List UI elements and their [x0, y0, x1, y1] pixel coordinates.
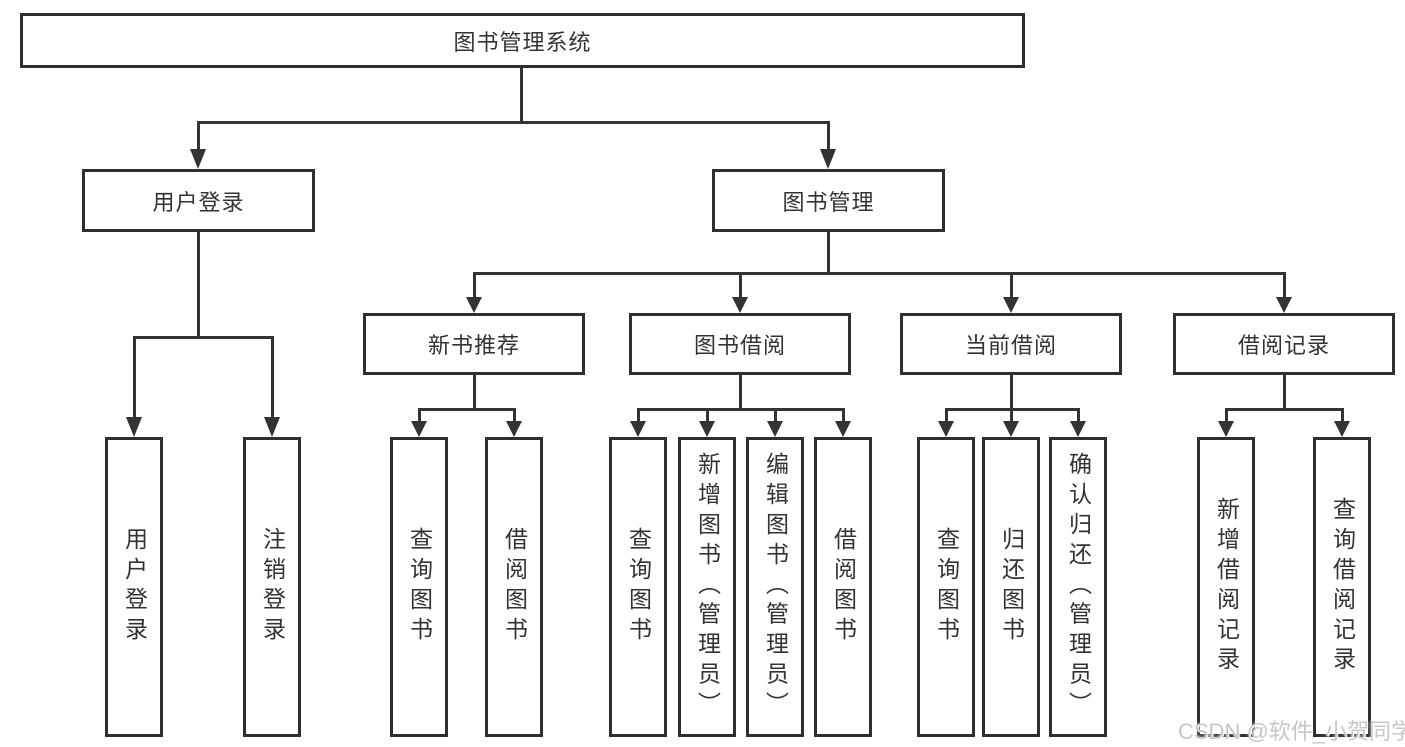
connector-line — [197, 121, 200, 151]
leaf-label: 归还图书 — [998, 527, 1025, 647]
node-label: 新书推荐 — [427, 333, 520, 358]
node-book-borrow: 图书借阅 — [629, 313, 851, 375]
leaf-confirm-return-admin: 确认归还（管理员） — [1049, 437, 1107, 737]
connector-line — [945, 408, 948, 422]
connector-line — [418, 408, 421, 422]
connector-line — [1225, 408, 1344, 411]
leaf-label: 查询图书 — [625, 527, 652, 647]
leaf-label: 查询借阅记录 — [1329, 497, 1356, 677]
node-label: 图书借阅 — [693, 333, 786, 358]
node-new-book-recommend: 新书推荐 — [363, 313, 585, 375]
connector-line — [842, 408, 845, 422]
connector-line — [637, 408, 845, 411]
connector-line — [827, 121, 830, 151]
connector-line — [473, 272, 476, 298]
leaf-borrow-book: 借阅图书 — [814, 437, 872, 737]
csdn-watermark: CSDN @软件_小贺同学 — [1178, 719, 1405, 744]
node-label: 借阅记录 — [1237, 333, 1330, 358]
arrow-down-icon — [820, 149, 836, 169]
leaf-add-book-admin: 新增图书（管理员） — [678, 437, 736, 737]
node-label: 图书管理 — [782, 189, 875, 215]
node-book-management: 图书管理 — [712, 169, 945, 232]
arrow-down-icon — [1334, 421, 1350, 437]
leaf-label: 查询图书 — [406, 527, 433, 647]
leaf-label: 新增图书（管理员） — [694, 452, 721, 722]
leaf-label: 借阅图书 — [830, 527, 857, 647]
leaf-label: 编辑图书（管理员） — [762, 452, 789, 722]
arrow-down-icon — [264, 417, 280, 437]
leaf-query-book: 查询图书 — [609, 437, 667, 737]
arrow-down-icon — [835, 421, 851, 437]
arrow-down-icon — [1276, 297, 1292, 313]
connector-line — [197, 121, 830, 124]
connector-line — [739, 272, 742, 298]
leaf-logout: 注销登录 — [243, 437, 301, 737]
arrow-down-icon — [938, 421, 954, 437]
leaf-label: 查询图书 — [933, 527, 960, 647]
connector-line — [513, 408, 516, 422]
arrow-down-icon — [1070, 421, 1086, 437]
leaf-query-book: 查询图书 — [390, 437, 448, 737]
connector-line — [133, 336, 136, 418]
connector-line — [706, 408, 709, 422]
connector-line — [739, 375, 742, 408]
connector-line — [827, 232, 830, 272]
arrow-down-icon — [466, 297, 482, 313]
arrow-down-icon — [1003, 421, 1019, 437]
leaf-add-borrow-record: 新增借阅记录 — [1197, 437, 1255, 737]
node-label: 用户登录 — [152, 189, 245, 215]
connector-line — [418, 408, 516, 411]
connector-line — [520, 68, 523, 121]
connector-line — [473, 272, 1286, 275]
node-user-login: 用户登录 — [82, 169, 315, 232]
leaf-return-book: 归还图书 — [982, 437, 1040, 737]
node-borrow-record: 借阅记录 — [1173, 313, 1395, 375]
leaf-query-book: 查询图书 — [917, 437, 975, 737]
arrow-down-icon — [1003, 297, 1019, 313]
arrow-down-icon — [190, 149, 206, 169]
connector-line — [774, 408, 777, 422]
leaf-borrow-book: 借阅图书 — [485, 437, 543, 737]
leaf-label: 借阅图书 — [501, 527, 528, 647]
connector-line — [197, 232, 200, 336]
connector-line — [1010, 408, 1013, 422]
node-current-borrow: 当前借阅 — [900, 313, 1122, 375]
connector-line — [1341, 408, 1344, 422]
leaf-label: 新增借阅记录 — [1213, 497, 1240, 677]
connector-line — [133, 336, 273, 339]
node-label: 当前借阅 — [964, 333, 1057, 358]
connector-line — [1010, 375, 1013, 408]
leaf-query-borrow-record: 查询借阅记录 — [1313, 437, 1371, 737]
connector-line — [1283, 375, 1286, 408]
leaf-label: 确认归还（管理员） — [1065, 452, 1092, 722]
arrow-down-icon — [732, 297, 748, 313]
arrow-down-icon — [767, 421, 783, 437]
connector-line — [1225, 408, 1228, 422]
node-label: 图书管理系统 — [453, 29, 592, 55]
arrow-down-icon — [411, 421, 427, 437]
arrow-down-icon — [1218, 421, 1234, 437]
arrow-down-icon — [506, 421, 522, 437]
leaf-user-login: 用户登录 — [105, 437, 163, 737]
node-root-book-management-system: 图书管理系统 — [20, 13, 1025, 68]
connector-line — [1010, 272, 1013, 298]
connector-line — [1077, 408, 1080, 422]
leaf-label: 注销登录 — [259, 527, 286, 647]
connector-line — [271, 336, 274, 418]
connector-line — [1283, 272, 1286, 298]
leaf-edit-book-admin: 编辑图书（管理员） — [746, 437, 804, 737]
arrow-down-icon — [126, 417, 142, 437]
arrow-down-icon — [630, 421, 646, 437]
connector-line — [637, 408, 640, 422]
arrow-down-icon — [699, 421, 715, 437]
leaf-label: 用户登录 — [121, 527, 148, 647]
connector-line — [473, 375, 476, 408]
